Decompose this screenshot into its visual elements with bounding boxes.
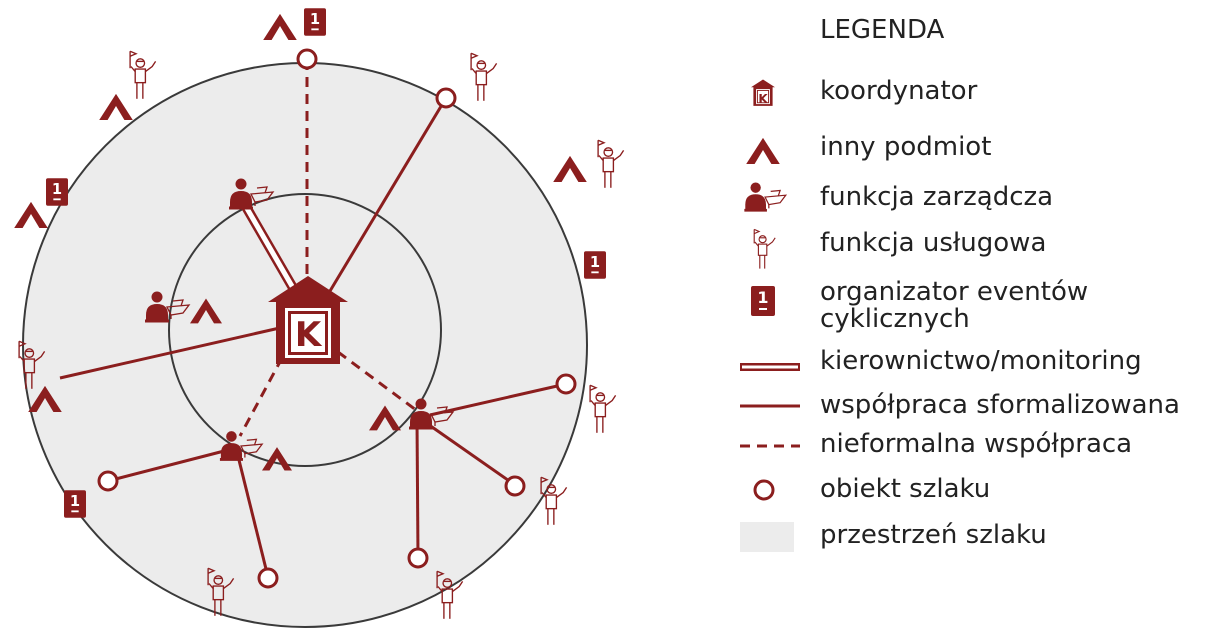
event-badge-icon xyxy=(46,178,68,206)
tent-triangle-icon xyxy=(263,13,297,40)
legend-label-organizator-line2: cyklicznych xyxy=(820,304,970,334)
tent-triangle-icon xyxy=(553,155,587,182)
event-badge-icon xyxy=(304,8,326,36)
legend-house-letter: K xyxy=(758,92,768,106)
coordinator-house: K xyxy=(268,276,348,364)
legend: LEGENDA K koordynator inny podmiot funkc… xyxy=(740,15,1180,552)
tent-triangle-icon xyxy=(14,201,48,228)
legend-label-funkcja-zarzadcza: funkcja zarządcza xyxy=(820,182,1053,212)
trail-object-node xyxy=(407,547,429,569)
trail-object-node xyxy=(97,470,119,492)
grey-area-icon xyxy=(740,522,794,552)
trail-object-node xyxy=(555,373,577,395)
event-badge-icon xyxy=(64,490,86,518)
service-guide-icon xyxy=(470,52,498,102)
formal-link-se2 xyxy=(415,419,420,558)
legend-label-nieformalna: nieformalna współpraca xyxy=(820,429,1132,459)
connections xyxy=(59,60,567,578)
legend-label-funkcja-uslugowa: funkcja usługowa xyxy=(820,228,1046,258)
formal-link-sw2 xyxy=(234,447,270,578)
inner-ring xyxy=(168,193,442,467)
trail-object-node xyxy=(296,48,318,70)
legend-label-kierownictwo: kierownictwo/monitoring xyxy=(820,346,1142,376)
legend-label-inny-podmiot: inny podmiot xyxy=(820,132,991,162)
service-guide-icon xyxy=(597,139,625,189)
informal-link-left xyxy=(238,357,284,437)
event-badge-icon xyxy=(584,251,606,279)
trail-object-node xyxy=(504,475,526,497)
tent-triangle-icon xyxy=(99,93,133,120)
formal-link-topright xyxy=(325,97,448,297)
trail-objects xyxy=(97,48,577,589)
service-guide-icon xyxy=(589,384,617,434)
manager-desk-icon xyxy=(742,182,788,212)
circle-node-icon xyxy=(753,479,775,501)
coordinator-letter: K xyxy=(295,315,323,355)
formal-link-sw1 xyxy=(107,448,229,483)
legend-label-koordynator: koordynator xyxy=(820,76,978,106)
event-badge-icon xyxy=(751,286,775,316)
trail-object-node xyxy=(435,87,457,109)
formal-link-se1 xyxy=(421,418,516,487)
trail-object-node xyxy=(257,567,279,589)
formal-link-east xyxy=(429,382,567,417)
legend-label-przestrzen-szlaku: przestrzeń szlaku xyxy=(820,520,1047,550)
legend-title: LEGENDA xyxy=(820,15,945,45)
formal-link-west xyxy=(59,325,285,380)
tent-triangle-icon xyxy=(746,137,780,164)
service-guide-icon xyxy=(753,228,776,270)
legend-label-obiekt-szlaku: obiekt szlaku xyxy=(820,474,990,504)
legend-label-wspolpraca-sformalizowana: współpraca sformalizowana xyxy=(820,390,1180,420)
management-link xyxy=(240,202,305,303)
service-guide-icon xyxy=(129,50,157,100)
legend-label-organizator-line1: organizator eventów xyxy=(820,277,1088,307)
